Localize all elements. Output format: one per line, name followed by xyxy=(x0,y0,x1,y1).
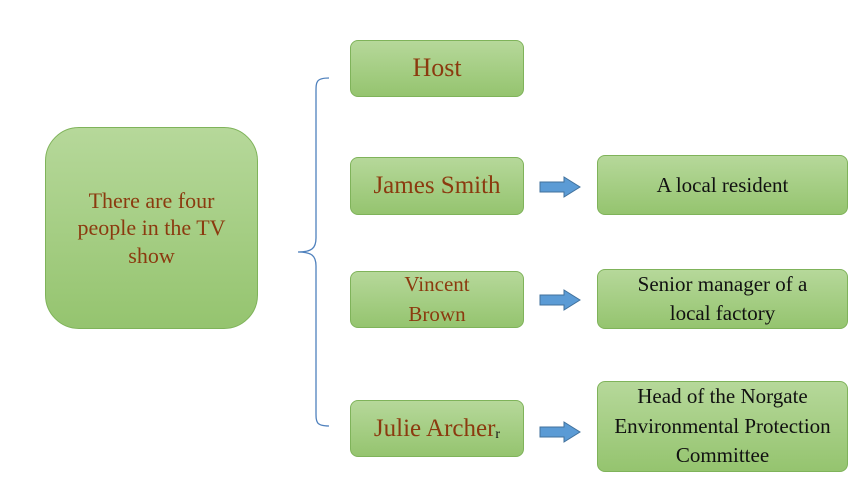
person-description: Senior manager of a local factory xyxy=(637,271,808,325)
main-node: There are four people in the TV show xyxy=(45,127,258,329)
person-name: Host xyxy=(412,53,462,83)
description-node-vincent-brown: Senior manager of a local factory xyxy=(597,269,848,329)
person-name: Vincent Brown xyxy=(404,272,470,326)
arrow-julie xyxy=(539,421,581,443)
curly-bracket xyxy=(297,77,330,427)
description-node-julie-archer: Head of the Norgate Environmental Protec… xyxy=(597,381,848,472)
person-name: James Smith xyxy=(373,172,501,200)
arrow-vincent xyxy=(539,289,581,311)
person-description: Head of the Norgate Environmental Protec… xyxy=(614,384,831,468)
person-node-julie-archer: Julie Archerr xyxy=(350,400,524,457)
person-name-wrap: Julie Archerr xyxy=(374,413,500,444)
person-node-host: Host xyxy=(350,40,524,97)
arrow-james xyxy=(539,176,581,198)
person-description: A local resident xyxy=(656,172,789,197)
person-node-vincent-brown: Vincent Brown xyxy=(350,271,524,328)
person-name-suffix: r xyxy=(495,426,501,442)
person-node-james-smith: James Smith xyxy=(350,157,524,215)
description-node-james-smith: A local resident xyxy=(597,155,848,215)
main-node-text: There are four people in the TV show xyxy=(77,187,226,268)
person-name: Julie Archer xyxy=(373,414,496,442)
